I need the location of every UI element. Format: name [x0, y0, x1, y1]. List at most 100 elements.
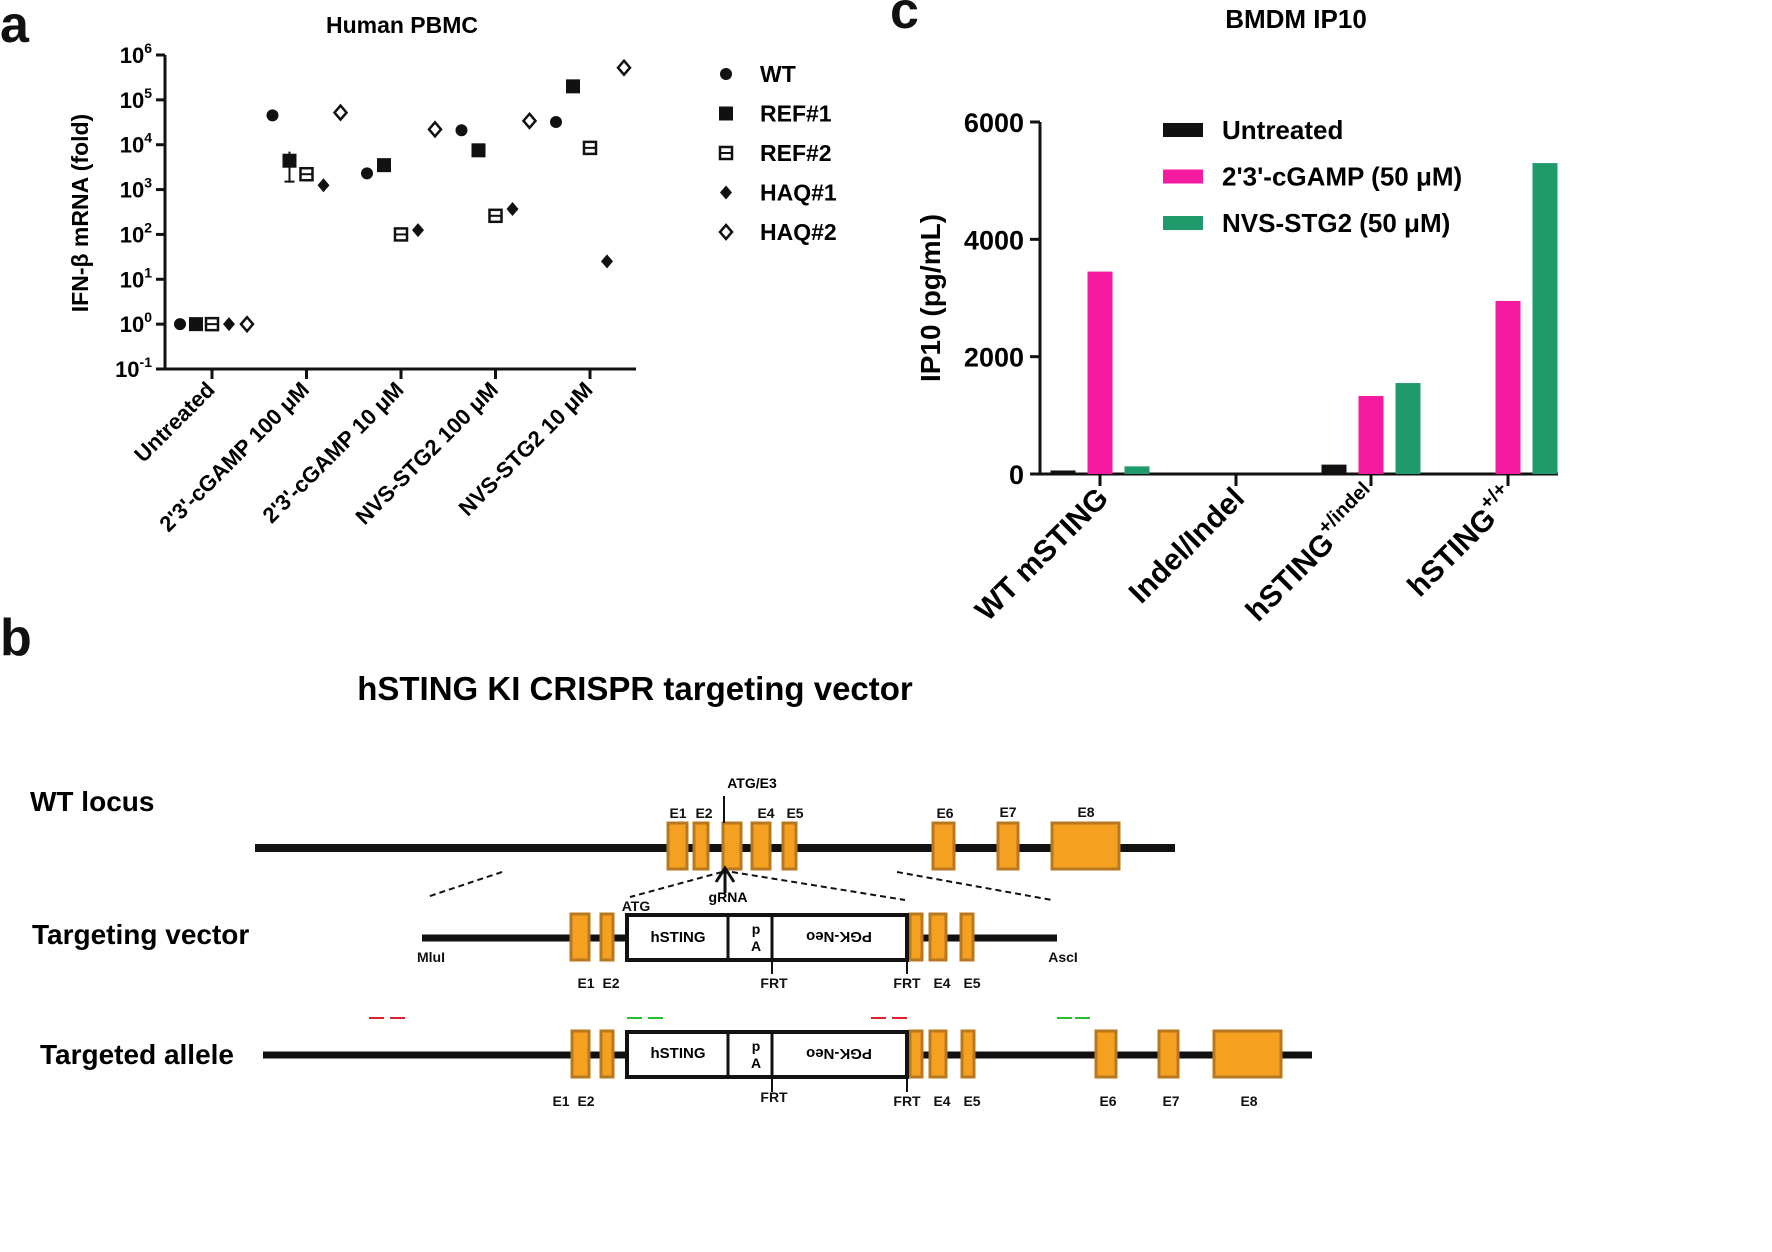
wt-label-e2: E2 [695, 805, 712, 821]
ta-label-e4: E4 [933, 1093, 950, 1109]
ta-hsting-label: hSTING [651, 1045, 706, 1062]
chart-a-ytick-label: 104 [120, 130, 152, 158]
chart-a-legend-marker [719, 106, 733, 121]
tv-label-e5: E5 [963, 975, 980, 991]
ta-label-e1: E1 [552, 1093, 569, 1109]
chart-a-ytick-label: 102 [120, 219, 152, 247]
ta-label-e2: E2 [577, 1093, 594, 1109]
panel-label-a: a [0, 0, 30, 54]
ta-label-e5: E5 [963, 1093, 980, 1109]
chart-a-ytick-label: 105 [120, 85, 152, 113]
wt-exon-e1 [666, 821, 689, 871]
tv-label-e4: E4 [933, 975, 950, 991]
wt-exon-e7 [996, 821, 1020, 871]
chart-a-point [317, 178, 330, 193]
chart-a-title: Human PBMC [326, 12, 478, 38]
chart-c-legend-swatch [1163, 169, 1203, 184]
chart-c-ytick-label: 6000 [964, 108, 1024, 138]
tv-exon-e3 [908, 912, 924, 962]
tv-label-e2: E2 [602, 975, 619, 991]
atg-e3-label: ATG/E3 [727, 775, 777, 791]
chart-a-point [582, 140, 598, 156]
chart-a-xtick-label: Untreated [129, 377, 219, 467]
chart-a-ytick-label: 10-1 [115, 354, 152, 382]
ta-exon-e2 [599, 1029, 615, 1079]
chart-c-legend-label: 2'3'-cGAMP (50 μM) [1222, 162, 1462, 192]
ta-exon-e5 [960, 1029, 976, 1079]
chart-a-point [377, 158, 391, 173]
chart-a-point [471, 143, 486, 158]
wt-label-e7: E7 [999, 804, 1016, 820]
tv-insert-cassette: hSTING p A PGK-Neo [625, 913, 909, 962]
chart-a-point [412, 223, 424, 238]
chart-a-legend-marker [718, 145, 734, 161]
chart-c-xtick-label: hSTING+/indel [1236, 478, 1386, 628]
grna-arrow [714, 865, 736, 893]
wt-exon-e6 [931, 821, 956, 871]
diagram-title: hSTING KI CRISPR targeting vector [357, 670, 913, 707]
chart-c-ytick-label: 2000 [964, 343, 1024, 373]
ta-frt-label-1: FRT [760, 1089, 788, 1105]
tv-atg-label: ATG [622, 898, 651, 914]
wt-exon-e3 [721, 821, 743, 871]
wt-label-e4: E4 [757, 805, 774, 821]
ta-exon-e4 [928, 1029, 948, 1079]
chart-a-point [393, 227, 409, 242]
chart-c-ytick-label: 4000 [964, 225, 1024, 255]
chart-c-ytick-label: 0 [1009, 460, 1024, 490]
chart-c-xtick-label: WT mSTING [969, 482, 1115, 628]
panel-label-b: b [0, 609, 32, 667]
chart-c-xtick-label: hSTING+/+ [1398, 478, 1523, 603]
chart-a-legend-label: HAQ#2 [760, 219, 837, 245]
chart-a-point [427, 120, 443, 139]
chart-c-bar [1087, 271, 1113, 474]
tv-pa-a: A [751, 938, 761, 954]
chart-a-point [361, 167, 373, 180]
chart-a-point [488, 208, 503, 224]
chart-a-legend-label: WT [760, 61, 796, 87]
ta-label-e7: E7 [1162, 1093, 1179, 1109]
asci-site-label: AscI [1048, 949, 1078, 965]
chart-a-ytick-label: 100 [120, 309, 152, 337]
wt-exon-e4 [750, 821, 772, 871]
chart-a-point [223, 317, 235, 332]
chart-c-legend-swatch [1163, 216, 1203, 230]
tv-frt-label-1: FRT [760, 975, 788, 991]
tv-exon-e1 [569, 912, 591, 962]
wt-label-e1: E1 [669, 805, 686, 821]
grna-label: gRNA [709, 889, 748, 905]
chart-a-legend-marker [718, 223, 734, 241]
ta-label-e6: E6 [1099, 1093, 1116, 1109]
chart-c-bar [1532, 163, 1558, 475]
tv-pgk-neo-label: PGK-Neo [806, 928, 872, 945]
chart-a-ytick-label: 101 [120, 264, 152, 292]
ta-frt-label-2: FRT [893, 1093, 921, 1109]
tv-label-e1: E1 [577, 975, 594, 991]
ta-exon-e6 [1094, 1029, 1118, 1079]
chart-c-legend-label: NVS-STG2 (50 μM) [1222, 208, 1450, 238]
wt-label-e8: E8 [1077, 804, 1094, 820]
tv-hsting-label: hSTING [651, 929, 706, 946]
chart-c-bar [1124, 466, 1150, 474]
ta-label-e8: E8 [1240, 1093, 1257, 1109]
chart-a-point [616, 58, 632, 77]
chart-c-xtick-label: Indel/Indel [1123, 482, 1251, 610]
tv-pa-p: p [752, 921, 761, 937]
chart-a-ytick-label: 106 [120, 40, 152, 68]
chart-a-point [601, 254, 613, 269]
chart-c-legend-label: Untreated [1222, 115, 1343, 145]
chart-a-legend-label: HAQ#1 [760, 180, 837, 206]
mlui-site-label: MluI [417, 949, 445, 965]
chart-c-title: BMDM IP10 [1225, 4, 1367, 34]
chart-a-point [332, 103, 349, 122]
row-label-wt-locus: WT locus [30, 786, 154, 817]
row-label-targeted-allele: Targeted allele [40, 1039, 234, 1070]
chart-c-bar [1395, 383, 1421, 474]
chart-c-bar [1495, 300, 1521, 474]
chart-a-legend-label: REF#1 [760, 101, 832, 127]
tv-exon-e5 [959, 912, 975, 962]
ta-exon-e7 [1157, 1029, 1180, 1079]
wt-exon-e8 [1050, 821, 1121, 871]
chart-a-ylabel: IFN-β mRNA (fold) [67, 114, 93, 312]
